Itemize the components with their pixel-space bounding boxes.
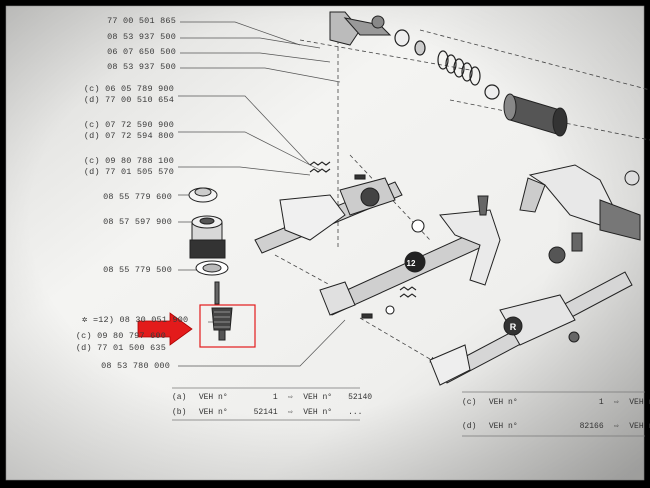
- part-number: 77 00 501 865: [107, 16, 176, 26]
- top-fork-assembly: [329, 11, 392, 46]
- speedo-pinion-gear: [211, 307, 233, 331]
- part-number: ✲ =12) 08 30 051 900: [82, 315, 189, 325]
- part-number: (d) 77 00 510 654: [83, 95, 174, 105]
- shaft-lower-reverse: [429, 271, 633, 386]
- part-number: (d) 77 01 500 635: [75, 343, 166, 353]
- part-number: (c) 07 72 590 900: [83, 120, 174, 130]
- table-row: (c) VEH n° 1 ⇨ VEH n°: [462, 398, 650, 407]
- table-row: (b) VEH n° 52141 ⇨ VEH n° ...: [172, 408, 363, 417]
- part-number: 06 07 650 500: [107, 47, 176, 57]
- gear-12-label: 12: [407, 259, 416, 268]
- part-number: 08 53 937 500: [107, 62, 176, 72]
- arrow-right-icon: ⇨: [614, 422, 619, 431]
- leader-lines: [178, 21, 346, 367]
- part-number: 08 55 779 500: [103, 265, 172, 275]
- part-number: (d) 07 72 594 800: [83, 131, 174, 141]
- arrow-right-icon: ⇨: [288, 393, 293, 402]
- spring-stack: [394, 29, 500, 100]
- arrow-right-icon: ⇨: [288, 408, 293, 417]
- part-number: 08 55 779 600: [103, 192, 172, 202]
- shaft-upper: [254, 177, 403, 254]
- part-number: (d) 77 01 505 570: [83, 167, 174, 177]
- speedo-drive-stack: [188, 187, 233, 341]
- part-number: 08 57 597 900: [103, 217, 172, 227]
- table-row: (d) VEH n° 82166 ⇨ VEH n°: [462, 422, 650, 431]
- shaft-middle: [319, 195, 501, 316]
- highlight-arrow: [137, 312, 193, 346]
- part-number: 08 53 780 000: [101, 361, 170, 371]
- table-row: (a) VEH n° 1 ⇨ VEH n° 52140: [172, 393, 373, 402]
- gear-icon: ✲: [82, 315, 88, 325]
- sleeve-bushing: [503, 93, 568, 137]
- detent-springs: [309, 161, 425, 319]
- right-fork: [519, 164, 641, 264]
- part-number: (c) 06 05 789 900: [83, 84, 174, 94]
- part-number: 08 53 937 500: [107, 32, 176, 42]
- highlight-box: [199, 304, 256, 348]
- part-number: (c) 09 80 788 100: [83, 156, 174, 166]
- part-number: (c) 09 80 797 600: [75, 331, 166, 341]
- shaft-gear-marker: [360, 187, 380, 207]
- arrow-right-icon: ⇨: [614, 398, 619, 407]
- reverse-label: R: [510, 322, 517, 332]
